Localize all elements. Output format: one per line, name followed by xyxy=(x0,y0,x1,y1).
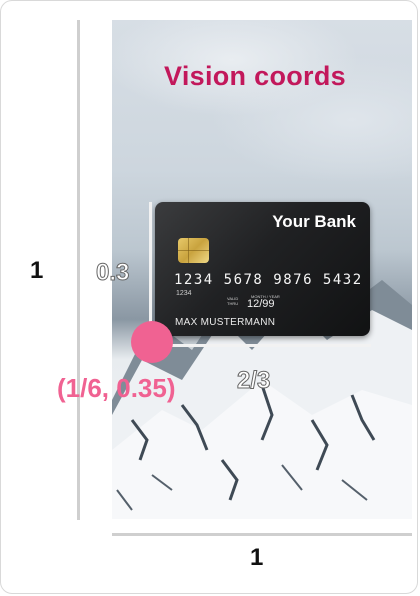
chip-icon xyxy=(178,238,209,263)
card-month-year: MONTH / YEAR xyxy=(251,294,280,299)
card-valid-thru: VALID THRU xyxy=(227,296,239,306)
card-height-ruler xyxy=(149,202,152,346)
card-holder-name: MAX MUSTERMANN xyxy=(175,317,276,328)
anchor-point-marker xyxy=(131,321,173,363)
credit-card: Your Bank 1234 5678 9876 5432 1234 VALID… xyxy=(155,202,370,336)
anchor-point-label: (1/6, 0.35) xyxy=(57,373,176,403)
diagram-title: Vision coords xyxy=(164,61,346,91)
card-expiry: 12/99 xyxy=(247,298,275,310)
full-height-label: 1 xyxy=(30,257,44,284)
width-ruler xyxy=(112,533,412,536)
height-ruler xyxy=(77,20,80,520)
card-width-ruler xyxy=(149,344,371,347)
card-small-number: 1234 xyxy=(176,290,192,297)
full-width-label: 1 xyxy=(250,544,264,571)
card-number: 1234 5678 9876 5432 xyxy=(174,272,363,288)
width-fraction-label: 2/3 xyxy=(236,367,271,395)
height-fraction-label: 0.3 xyxy=(95,259,130,287)
card-bank-name: Your Bank xyxy=(272,212,356,231)
